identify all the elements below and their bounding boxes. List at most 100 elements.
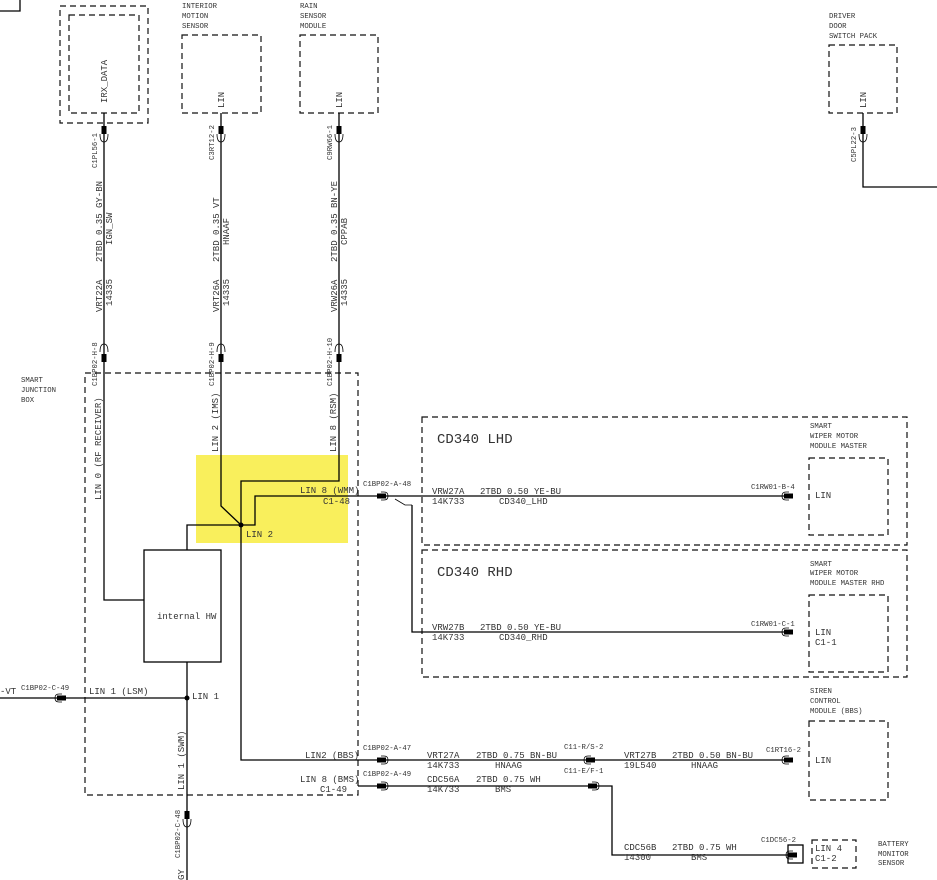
pin-label: C1-48 bbox=[323, 497, 350, 507]
module-title: SMART bbox=[810, 561, 833, 569]
wire-func: HNAAG bbox=[495, 761, 522, 771]
wire-spec: 2TBD 0.50 YE-BU bbox=[480, 487, 561, 497]
connector-icon[interactable] bbox=[781, 491, 793, 501]
internal-hw-label: internal HW bbox=[157, 612, 217, 622]
battery-monitor-sensor[interactable]: LIN 4 C1-2 BATTERY MONITOR SENSOR bbox=[787, 839, 909, 869]
wire-code: 14335 bbox=[340, 279, 350, 306]
wire-labels: VRT22A 2TBD 0.35 GY-BN 14335 IGN_SW VRT2… bbox=[0, 181, 753, 880]
connector-icon[interactable] bbox=[377, 755, 389, 765]
connector-icon[interactable] bbox=[99, 343, 109, 362]
connector-label: C9RW66-1 bbox=[327, 124, 335, 160]
irx-module[interactable]: IRX_DATA bbox=[59, 5, 149, 124]
module-title: SWITCH PACK bbox=[829, 33, 878, 41]
irx-pin-label: IRX_DATA bbox=[100, 59, 110, 103]
wire-label: GY bbox=[177, 869, 187, 880]
wire-id: VRT27B bbox=[624, 751, 657, 761]
wire-spec: 2TBD 0.35 BN-YE bbox=[330, 181, 340, 262]
module-title: BATTERY bbox=[878, 841, 909, 849]
pin-label: LIN2 (BBS) bbox=[305, 751, 359, 761]
module-title: MONITOR bbox=[878, 851, 909, 859]
connector-icon[interactable] bbox=[99, 126, 109, 143]
pin-label: LIN 8 (BMS) bbox=[300, 775, 359, 785]
cd340-rhd-group[interactable]: CD340 RHD SMART WIPER MOTOR MODULE MASTE… bbox=[421, 549, 908, 678]
module-title: RAIN bbox=[300, 3, 318, 11]
connector-label: C1BP02-C-49 bbox=[21, 685, 69, 693]
module-title: WIPER MOTOR bbox=[810, 570, 859, 578]
driver-door-switch-pack[interactable]: DRIVER DOOR SWITCH PACK LIN bbox=[828, 13, 898, 114]
connector-icon[interactable] bbox=[377, 781, 389, 791]
module-title: SMART bbox=[810, 423, 833, 431]
wire-wmm-rhd[interactable] bbox=[411, 505, 790, 633]
connector-icon[interactable] bbox=[54, 693, 66, 703]
connector-icon[interactable] bbox=[334, 126, 344, 143]
connector-label: C1DC56-2 bbox=[761, 837, 796, 845]
connector-icon[interactable] bbox=[583, 755, 595, 765]
module-title: SENSOR bbox=[878, 860, 905, 868]
connector-icon[interactable] bbox=[785, 850, 797, 860]
pin-label: LIN 2 (IMS) bbox=[211, 393, 221, 452]
interior-motion-sensor[interactable]: INTERIOR MOTION SENSOR LIN bbox=[181, 3, 262, 114]
wire-lin2-internal[interactable] bbox=[186, 524, 241, 550]
smart-junction-box[interactable]: SMART JUNCTION BOX internal HW LIN 0 (RF… bbox=[21, 372, 359, 796]
connector-icon[interactable] bbox=[377, 491, 389, 501]
ims-pin-label: LIN bbox=[217, 92, 227, 108]
wire-id: VRT26A bbox=[212, 279, 222, 312]
siren-control-module[interactable]: SIREN CONTROL MODULE (BBS) LIN bbox=[808, 688, 889, 801]
wire-dds[interactable] bbox=[862, 113, 937, 188]
wires bbox=[0, 113, 937, 880]
splice-dot bbox=[184, 695, 190, 701]
module-title: MODULE bbox=[300, 23, 326, 31]
wire-func: HNAAF bbox=[222, 218, 232, 245]
connector-label: C1PL56-1 bbox=[92, 132, 100, 168]
connector-icon[interactable] bbox=[334, 343, 344, 362]
wire-lin0[interactable] bbox=[103, 113, 144, 601]
pin-label: LIN bbox=[815, 756, 831, 766]
variant-label: CD340 RHD bbox=[437, 565, 513, 581]
connector-icon[interactable] bbox=[216, 343, 226, 362]
wire-code: 14335 bbox=[105, 279, 115, 306]
wire-spec: 2TBD 0.35 VT bbox=[212, 197, 222, 262]
connector-icon[interactable] bbox=[182, 811, 192, 828]
rain-sensor-module[interactable]: RAIN SENSOR MODULE LIN bbox=[299, 3, 379, 114]
connector-label: C1BP02-H-8 bbox=[92, 342, 100, 386]
wire-lin2-ims[interactable] bbox=[220, 113, 242, 526]
variant-label: CD340 LHD bbox=[437, 432, 513, 448]
wire-spec: 2TBD 0.35 GY-BN bbox=[95, 181, 105, 262]
wire-lin8-rsm-lin2-bbs[interactable] bbox=[240, 113, 790, 761]
splice-dot bbox=[238, 522, 244, 528]
connector-icon[interactable] bbox=[781, 627, 793, 637]
wire-spec: 2TBD 0.75 WH bbox=[672, 843, 737, 853]
offscreen-box-edge bbox=[0, 0, 21, 12]
wire-code: 14K733 bbox=[432, 497, 464, 507]
pin-label: LIN 1 (LSM) bbox=[89, 687, 148, 697]
pin-label: LIN 1 (SWM) bbox=[177, 731, 187, 790]
wire-code: 14300 bbox=[624, 853, 651, 863]
dds-pin-label: LIN bbox=[859, 92, 869, 108]
connector-icon[interactable] bbox=[858, 126, 868, 143]
connector-label: C3RT12-2 bbox=[209, 125, 217, 160]
connector-icon[interactable] bbox=[216, 126, 226, 143]
module-title: MODULE MASTER RHD bbox=[810, 580, 885, 588]
wire-code: 14335 bbox=[222, 279, 232, 306]
module-title: SENSOR bbox=[182, 23, 209, 31]
cd340-lhd-group[interactable]: CD340 LHD SMART WIPER MOTOR MODULE MASTE… bbox=[421, 416, 908, 546]
connector-icon[interactable] bbox=[781, 755, 793, 765]
wire-func: CD340_LHD bbox=[499, 497, 548, 507]
wire-spec: 2TBD 0.50 YE-BU bbox=[480, 623, 561, 633]
wire-lin8-wmm-lhd[interactable] bbox=[241, 495, 790, 526]
wire-id: VRW26A bbox=[330, 279, 340, 312]
pin-label: C1-2 bbox=[815, 854, 837, 864]
wire-id: VRT27A bbox=[427, 751, 460, 761]
connector-label: C1BP02-A-47 bbox=[363, 745, 411, 753]
wire-id: VRW27B bbox=[432, 623, 465, 633]
module-title: MOTION bbox=[182, 13, 208, 21]
wire-spec: 2TBD 0.75 BN-BU bbox=[476, 751, 557, 761]
pin-label: LIN bbox=[815, 628, 831, 638]
module-title: INTERIOR bbox=[182, 3, 218, 11]
pin-label: LIN 4 bbox=[815, 844, 842, 854]
wire-code: 14K733 bbox=[427, 785, 459, 795]
connectors bbox=[54, 126, 868, 860]
wire-lin8-bms[interactable] bbox=[358, 785, 795, 856]
connector-icon[interactable] bbox=[588, 781, 600, 791]
pin-label: LIN 8 (WMM) bbox=[300, 486, 359, 496]
